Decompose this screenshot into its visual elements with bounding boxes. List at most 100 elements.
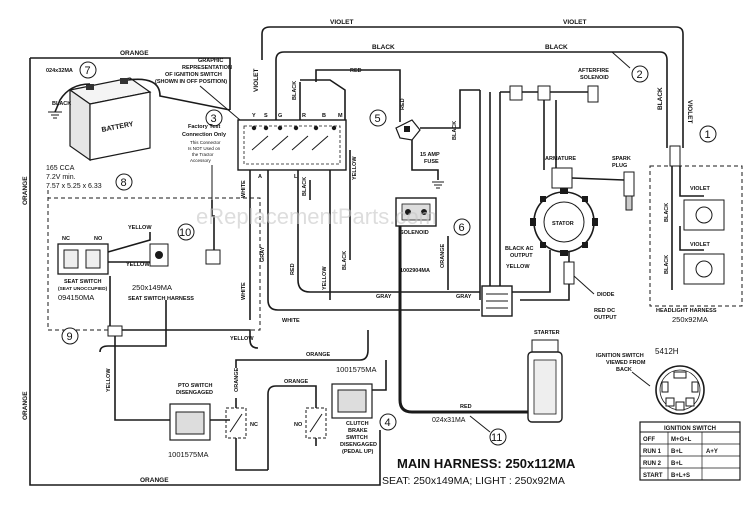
wire-label-orange-1: ORANGE [120, 50, 149, 57]
seat-harness-title: SEAT SWITCH HARNESS [128, 296, 194, 302]
wire-label-orange-sol: ORANGE [440, 244, 446, 268]
fuse [395, 119, 421, 141]
callout-3-text: 3 [211, 113, 217, 125]
factory-test-2: Connection Only [182, 132, 227, 138]
headlight-part: 250x92MA [672, 315, 708, 324]
callout-7-text: 7 [85, 65, 91, 77]
red-wire-ign [297, 170, 480, 293]
wire-label-orange-3: ORANGE [22, 391, 29, 420]
clutch-brake-switch [331, 383, 373, 419]
orange-wire-outer [29, 57, 381, 486]
wire-label-orange-mid: ORANGE [306, 352, 330, 358]
armature-label: ARMATURE [545, 156, 576, 162]
wire-label-orange-pto: ORANGE [234, 368, 240, 392]
ign-row4-c1: START [643, 473, 663, 479]
stator-label: STATOR [552, 221, 574, 227]
wire-label-yellow-main: YELLOW [230, 336, 254, 342]
ign-row1-c2: M+G+L [671, 437, 692, 443]
callout-9-text: 9 [67, 331, 73, 343]
connector-plug-2 [537, 85, 551, 101]
callout-1-text: 1 [705, 129, 711, 141]
wire-label-black-ign: BLACK [302, 177, 308, 196]
battery: BATTERY [68, 77, 152, 162]
ign-term-b: B [322, 113, 326, 119]
red-dc-2: OUTPUT [594, 315, 617, 321]
pto-part: 1001575MA [168, 450, 208, 459]
afterfire-2: SOLENOID [580, 75, 609, 81]
wire-label-white-2: WHITE [241, 282, 247, 300]
callout-2 [631, 65, 649, 83]
callout-7 [79, 61, 97, 79]
diode [563, 261, 575, 285]
ignition-switch-back-view [655, 365, 705, 415]
orange-wire-clutch [267, 385, 317, 470]
factory-note-2: Is NOT Used on [188, 146, 221, 151]
watermark: eReplacementParts.com [196, 204, 437, 229]
violet-wire-top [261, 26, 684, 148]
wire-label-gray-2: GRAY [376, 294, 392, 300]
wire-label-black-1: BLACK [372, 44, 395, 51]
armature [551, 167, 573, 189]
ign-row3-c1: RUN 2 [643, 461, 662, 467]
battery-negative-wire [54, 83, 91, 113]
seat-switch [57, 243, 109, 275]
seat-sub: (SEAT UNOCCUPIED) [58, 286, 108, 292]
clutch-part: 1001575MA [336, 365, 376, 374]
clutch-line5: (PEDAL UP) [342, 449, 374, 455]
wire-label-black-3: BLACK [657, 87, 664, 110]
red-dc-1: RED DC [594, 308, 615, 314]
callout-8 [115, 173, 133, 191]
clutch-line2: BRAKE [348, 428, 368, 434]
factory-note-3: the Tractor [192, 152, 214, 157]
wire-label-violet-4: VIOLET [253, 68, 260, 92]
ign-term-y: Y [252, 113, 256, 119]
wire-label-black-battery: BLACK [52, 101, 71, 107]
wire-label-black-right: BLACK [342, 251, 348, 270]
ign-graphic-3: OF IGNITION SWITCH [165, 72, 222, 78]
headlight-title: HEADLIGHT HARNESS [656, 308, 717, 314]
wire-label-red-top: RED [350, 68, 362, 74]
pto-line2: DISENGAGED [176, 390, 213, 396]
wire-label-gray-3: GRAY [456, 294, 472, 300]
headlight-connector [669, 145, 681, 167]
ign-table-title: IGNITION SWITCH [664, 426, 716, 432]
wire-label-black-fuse: BLACK [452, 121, 458, 140]
ign-view-part: 5412H [655, 347, 679, 356]
gray-wire-ign [267, 170, 480, 311]
stator [530, 188, 598, 256]
wire-label-violet-1: VIOLET [330, 19, 354, 26]
callout-3 [205, 109, 223, 127]
wire-label-red-1: RED [290, 263, 296, 275]
wire-label-red-fuse: RED [400, 98, 406, 110]
black-ac-1: BLACK AC [505, 246, 534, 252]
pto-line1: PTO SWITCH [178, 383, 212, 389]
seat-no: NO [94, 236, 103, 242]
battery-positive-wire [127, 78, 231, 111]
seat-title: SEAT SWITCH [64, 279, 102, 285]
seat-harness-part: 250x149MA [132, 283, 172, 292]
battery-part: 024x32MA [46, 68, 73, 74]
wire-label-white-1: WHITE [241, 180, 247, 198]
black-ac-2: OUTPUT [510, 253, 533, 259]
black-wire-top [275, 51, 668, 148]
battery-size: 7.57 x 5.25 x 6.33 [46, 183, 102, 190]
wire-label-red-cable: RED [460, 404, 472, 410]
main-harness-title: MAIN HARNESS: 250x112MA [397, 456, 576, 471]
ign-graphic-leader [199, 85, 241, 121]
wire-label-yellow-seat1: YELLOW [128, 225, 152, 231]
fuse-line1: 15 AMP [420, 152, 440, 158]
red-wire-top [300, 79, 346, 120]
ign-graphic-2: REPRESENTATION [182, 65, 232, 71]
seat-harness-connector [149, 243, 169, 267]
seat-part: 094150MA [58, 293, 94, 302]
spark-plug-1: SPARK [612, 156, 631, 162]
starter-label: STARTER [534, 330, 560, 336]
ground-icon-battery [48, 111, 62, 119]
battery-cca: 165 CCA [46, 165, 75, 172]
wire-label-black-ign-top: BLACK [292, 81, 298, 100]
clutch-brake-switch-schematic [305, 407, 327, 439]
wire-label-orange-clutch: ORANGE [284, 379, 308, 385]
diode-label: DIODE [597, 292, 615, 298]
harness-subtitle: SEAT: 250x149MA; LIGHT : 250x92MA [382, 475, 565, 487]
